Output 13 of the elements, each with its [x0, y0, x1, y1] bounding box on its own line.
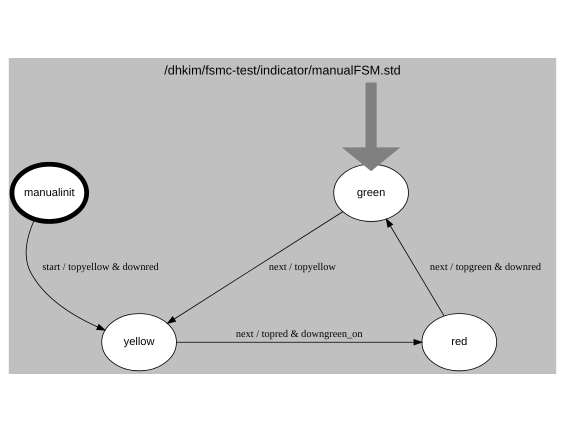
edge-label: start / topyellow & downred — [42, 262, 159, 274]
edge-label: next / topgreen & downred — [430, 262, 542, 274]
arrow — [26, 218, 106, 331]
diagram-title: /dhkim/fsmc-test/indicator/manualFSM.std — [164, 62, 401, 78]
node-ellipse: red — [422, 313, 498, 372]
arrow — [342, 82, 400, 172]
node-ellipse: green — [333, 164, 409, 222]
edge-label: next / topyellow — [268, 262, 336, 274]
node-ellipse: manualinit — [10, 162, 90, 224]
arrow — [386, 218, 444, 316]
edge-label: next / topred & downgreen_on — [236, 328, 362, 340]
arrow — [166, 211, 344, 324]
arrow — [176, 338, 424, 346]
